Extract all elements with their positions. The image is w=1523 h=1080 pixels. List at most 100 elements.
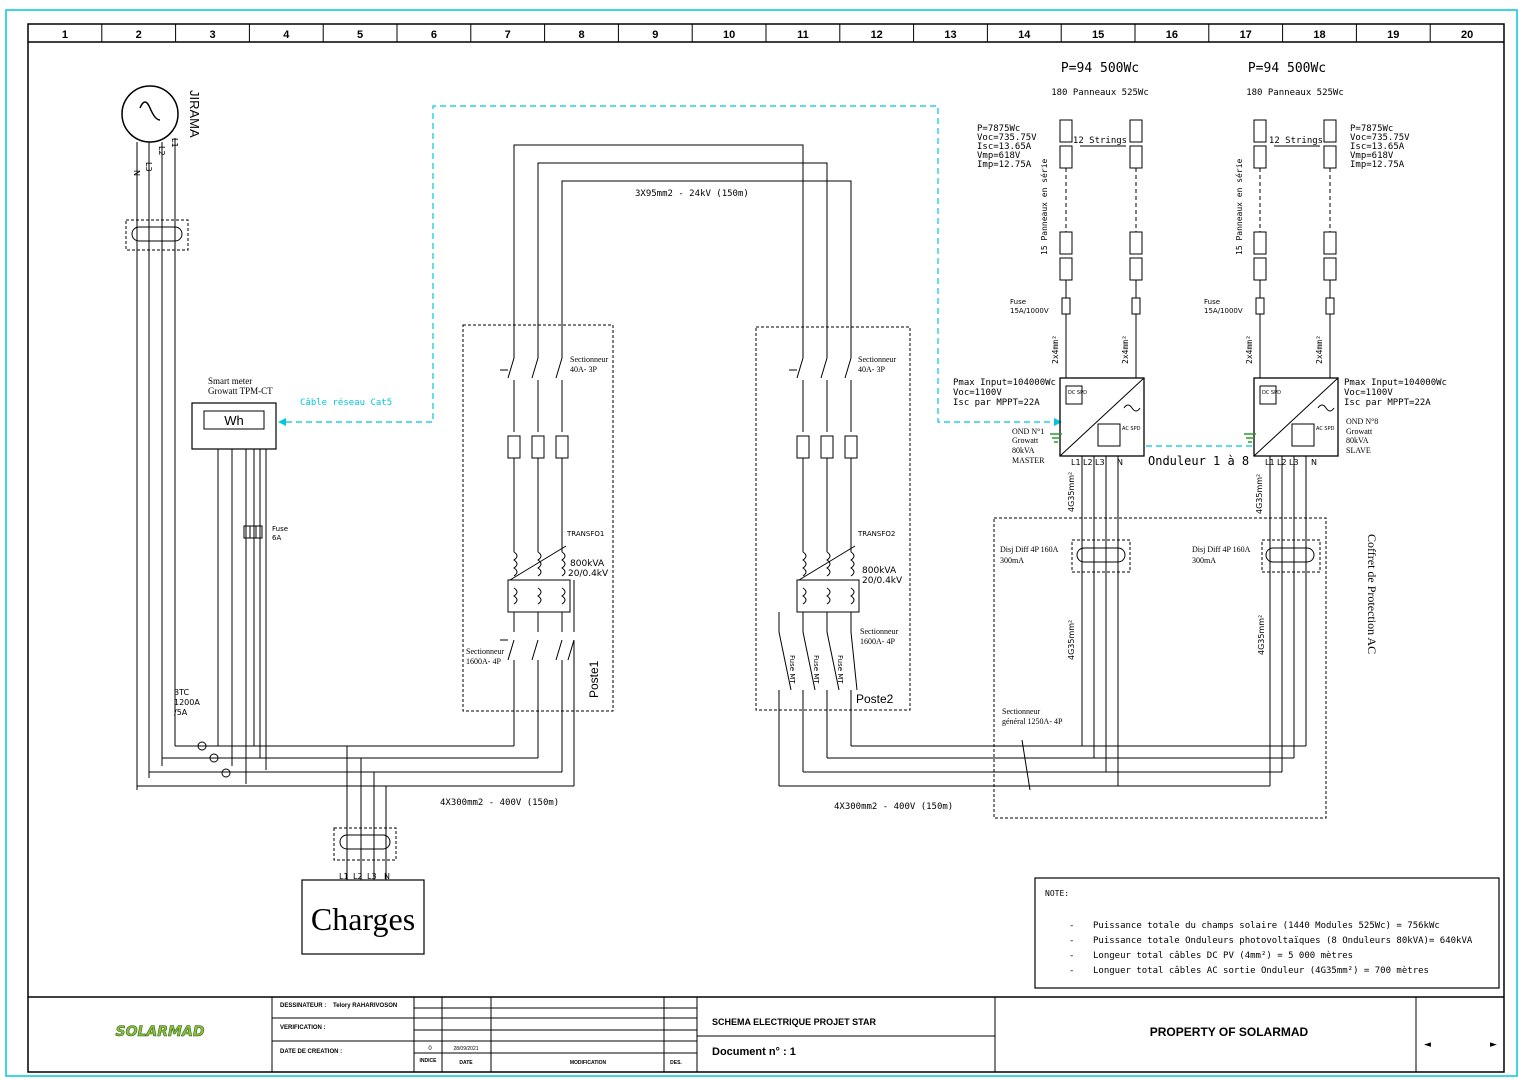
pv2-dc-cable-2: 2x4mm² (1315, 335, 1324, 364)
inv1-dc-spd: DC SPD (1068, 390, 1087, 396)
document-number: Document n° : 1 (712, 1046, 796, 1058)
project-title: SCHEMA ELECTRIQUE PROJET STAR (712, 1017, 877, 1027)
note-dash-3: - (1069, 951, 1074, 961)
poste2-fuse-mt-3: Fuse MT (836, 655, 844, 684)
pv1-power: P=94 500Wc (1061, 61, 1139, 76)
date-value: 28/09/2021 (453, 1046, 478, 1052)
column-number: 7 (505, 29, 511, 41)
pv1-spec-0: P=7875Wc (977, 124, 1020, 134)
ond1-id: OND N°1 (1012, 427, 1044, 436)
inv2-l2: L2 (1277, 458, 1287, 467)
column-number: 20 (1461, 29, 1473, 41)
pv2-inv-spec-1: Voc=1100V (1344, 388, 1393, 398)
column-number: 16 (1166, 29, 1178, 41)
disj2-line2: 300mA (1192, 556, 1216, 565)
column-number: 1 (62, 29, 68, 41)
poste1-transfo-name: TRANSFO1 (566, 530, 604, 538)
mv-cable-label: 3X95mm2 - 24kV (150m) (635, 189, 749, 199)
poste2-sect-lv-line2: 1600A- 4P (860, 637, 895, 646)
pv1-inv-spec-0: Pmax Input=104000Wc (953, 378, 1056, 388)
column-number: 17 (1240, 29, 1252, 41)
charges-n: N (384, 872, 390, 881)
ct-line3: /5A (174, 708, 188, 717)
coffret-ac-cable-1: 4G35mm² (1067, 620, 1076, 660)
nav-next-icon[interactable]: ► (1490, 1040, 1497, 1050)
jirama-phase-l1: L1 (170, 138, 179, 148)
poste2-sect-mv-line2: 40A- 3P (858, 365, 885, 374)
designer-name: Telory RAHARIVOSON (333, 1003, 397, 1009)
poste2-fuse-mt-2: Fuse MT (812, 655, 820, 684)
column-number: 13 (944, 29, 956, 41)
pv2-spec-3: Vmp=618V (1350, 151, 1394, 161)
note-item-2: Puissance totale Onduleurs photovoltaïqu… (1093, 936, 1473, 946)
poste2-equipment (778, 357, 860, 786)
inv1-l2: L2 (1083, 458, 1093, 467)
pv2-fuse-label: Fuse (1204, 298, 1220, 306)
coffret-ac-cable-2: 4G35mm² (1257, 615, 1266, 655)
poste1-sect-mv-line1: Sectionneur (570, 355, 609, 364)
inverter-2 (1253, 377, 1339, 466)
pv2-fuse-rating: 15A/1000V (1204, 307, 1243, 315)
column-number: 10 (723, 29, 735, 41)
nav-prev-icon[interactable]: ◄ (1424, 1040, 1431, 1050)
lv-cable-right-label: 4X300mm2 - 400V (150m) (834, 802, 953, 812)
poste1-name: Poste1 (587, 660, 601, 698)
pv2-panels: 180 Panneaux 525Wc (1246, 88, 1344, 98)
network-arrow-left (278, 418, 286, 426)
smart-meter (191, 402, 277, 784)
column-number: 5 (357, 29, 363, 41)
pv-array-2-wiring (1253, 119, 1337, 378)
poste2-sect-lv-line1: Sectionneur (860, 627, 899, 636)
outer-frame (5, 9, 1518, 1077)
poste1-sect-lv-line1: Sectionneur (466, 647, 505, 656)
pv2-dc-cable-1: 2x4mm² (1245, 335, 1254, 364)
pv1-inv-spec-2: Isc par MPPT=22A (953, 398, 1040, 408)
pv1-dc-cable-2: 2x4mm² (1121, 335, 1130, 364)
note-dash-2: - (1069, 936, 1074, 946)
poste2-fuse-mt-1: Fuse MT (788, 655, 796, 684)
pv1-fuse-rating: 15A/1000V (1010, 307, 1049, 315)
disj1-line1: Disj Diff 4P 160A (1000, 545, 1059, 554)
inverter-1 (1059, 377, 1145, 466)
note-dash-4: - (1069, 966, 1074, 976)
ond2-role: SLAVE (1346, 446, 1371, 455)
ond1-power: 80kVA (1012, 446, 1035, 455)
pv1-inv-spec-1: Voc=1100V (953, 388, 1002, 398)
pv1-series: 15 Panneaux en série (1039, 158, 1049, 255)
column-number: 14 (1018, 29, 1031, 41)
designer-label: DESSINATEUR : (280, 1003, 326, 1009)
jirama-phase-l2: L2 (157, 146, 166, 156)
pv2-spec-0: P=7875Wc (1350, 124, 1393, 134)
pv1-dc-cable-1: 2x4mm² (1051, 335, 1060, 364)
creation-label: DATE DE CREATION : (280, 1049, 342, 1055)
inv2-n: N (1311, 458, 1317, 467)
pv1-fuse-label: Fuse (1010, 298, 1026, 306)
column-number: 2 (136, 29, 142, 41)
pv2-inv-spec-0: Pmax Input=104000Wc (1344, 378, 1447, 388)
sect-general-line1: Sectionneur (1002, 707, 1041, 716)
smart-meter-title: Smart meter (208, 376, 252, 386)
note-dash-1: - (1069, 921, 1074, 931)
col-des: DES. (670, 1060, 682, 1066)
inv2-l1: L1 (1265, 458, 1275, 467)
note-item-4: Longuer total câbles AC sortie Onduleur … (1093, 965, 1429, 976)
inverter-1-ground (1050, 433, 1062, 443)
pv1-spec-2: Isc=13.65A (977, 142, 1032, 152)
sect-general-line2: général 1250A- 4P (1002, 717, 1063, 726)
network-cable-label: Câble réseau Cat5 (300, 397, 392, 408)
index-value: 0 (428, 1046, 432, 1052)
network-arrow-right (1054, 418, 1062, 426)
pv1-panels: 180 Panneaux 525Wc (1051, 88, 1149, 98)
column-number: 9 (652, 29, 658, 41)
title-block-grid (28, 996, 1504, 1072)
inv2-ac-spd: AC SPD (1316, 426, 1335, 432)
lv-bus-right (779, 745, 1306, 787)
pv2-ac-cable: 4G35mm² (1255, 474, 1264, 514)
pv1-spec-1: Voc=735.75V (977, 133, 1037, 143)
note-item-3: Longeur total câbles DC PV (4mm²) = 5 00… (1093, 950, 1353, 961)
col-date: DATE (459, 1060, 473, 1066)
column-number: 18 (1313, 29, 1325, 41)
solarmad-logo: SOLARMAD (116, 1024, 205, 1040)
coffret-title: Coffret de Protection AC (1365, 534, 1379, 654)
poste1-box (462, 324, 614, 712)
